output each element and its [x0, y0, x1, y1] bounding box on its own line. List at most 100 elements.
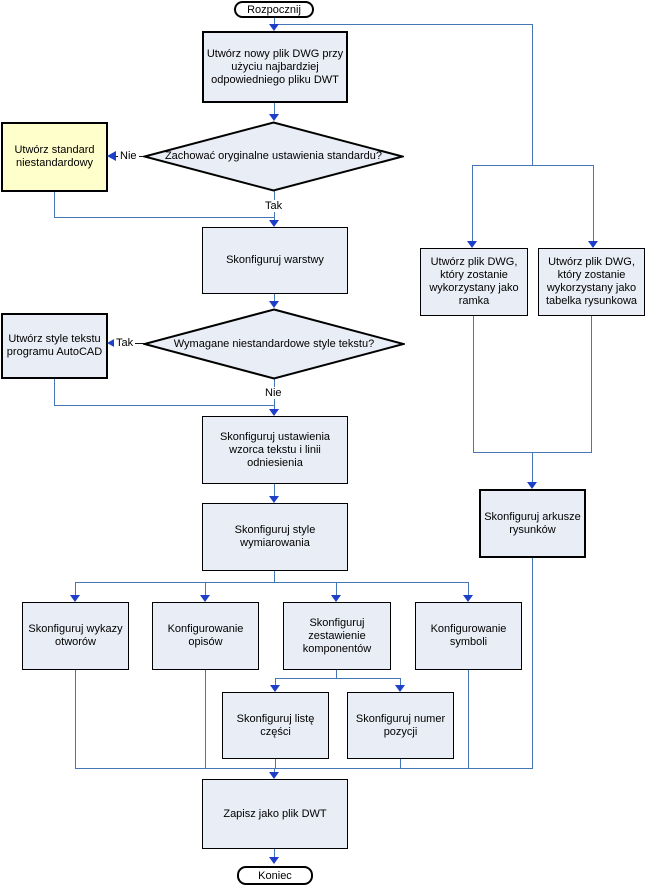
connector — [54, 217, 275, 218]
node-label: Skonfiguruj style wymiarowania — [234, 524, 316, 549]
connector — [274, 570, 275, 582]
connector — [75, 582, 469, 583]
node-dwg-titleblock: Utwórz plik DWG, który zostanie wykorzys… — [538, 248, 645, 316]
connector — [274, 102, 275, 115]
arrowhead-down-icon — [269, 114, 279, 121]
connector — [275, 758, 276, 769]
connector — [468, 582, 469, 596]
connector — [532, 557, 533, 768]
arrowhead-down-icon — [527, 482, 537, 489]
arrowhead-down-icon — [269, 301, 279, 308]
node-label: Utwórz standard niestandardowy — [14, 144, 95, 169]
connector — [275, 678, 401, 679]
connector — [532, 24, 533, 165]
node-label: Utwórz nowy plik DWG przy użyciu najbard… — [206, 47, 344, 86]
connector — [75, 768, 533, 769]
node-drawing-sheets: Skonfiguruj arkusze rysunków — [479, 489, 586, 558]
node-parts-list: Skonfiguruj listę części — [222, 692, 329, 759]
node-decision-text-styles: Wymagane niestandardowe style tekstu? — [143, 308, 405, 380]
connector — [400, 758, 401, 769]
node-text-leader-settings: Skonfiguruj ustawienia wzorca tekstu i l… — [202, 416, 348, 484]
connector — [276, 24, 533, 25]
node-label: Wymagane niestandardowe style tekstu? — [173, 337, 375, 350]
connector — [274, 483, 275, 497]
edge-label-yes: Tak — [114, 337, 136, 349]
connector — [468, 669, 469, 769]
arrowhead-down-icon — [395, 685, 405, 692]
arrowhead-left-icon — [107, 338, 116, 348]
node-label: Rozpocznij — [247, 3, 301, 16]
node-decision-standard: Zachować oryginalne ustawienia standardu… — [143, 121, 404, 192]
connector — [532, 452, 533, 483]
arrowhead-down-icon — [200, 595, 210, 602]
connector — [472, 165, 473, 242]
connector — [473, 315, 474, 452]
arrowhead-down-icon — [331, 595, 341, 602]
arrowhead-down-icon — [269, 772, 279, 779]
connector — [274, 293, 275, 302]
node-hole-tables: Skonfiguruj wykazy otworów — [22, 602, 129, 670]
node-component-list: Skonfiguruj zestawienie komponentów — [283, 602, 391, 670]
arrowhead-down-icon — [269, 857, 279, 864]
node-label: Skonfiguruj arkusze rysunków — [484, 510, 581, 536]
node-label: Konfigurowanie symboli — [430, 623, 507, 648]
node-create-dwg: Utwórz nowy plik DWG przy użyciu najbard… — [202, 31, 348, 103]
arrowhead-down-icon — [70, 595, 80, 602]
connector — [54, 191, 55, 218]
arrowhead-down-icon — [269, 24, 279, 31]
connector — [75, 582, 76, 596]
node-end-terminator: Koniec — [237, 866, 313, 885]
connector — [54, 378, 55, 406]
node-label: Skonfiguruj numer pozycji — [355, 712, 446, 738]
connector — [274, 17, 275, 25]
node-dwg-frame: Utwórz plik DWG, który zostanie wykorzys… — [420, 248, 528, 316]
connector — [400, 678, 401, 686]
node-start-terminator: Rozpocznij — [234, 1, 314, 18]
node-label: Utwórz style tekstu programu AutoCAD — [6, 333, 103, 358]
arrowhead-down-icon — [467, 241, 477, 248]
connector — [274, 849, 275, 858]
edge-label-yes: Tak — [263, 200, 285, 212]
arrowhead-down-icon — [270, 685, 280, 692]
node-dimension-styles: Skonfiguruj style wymiarowania — [202, 503, 348, 571]
node-save-dwt: Zapisz jako plik DWT — [202, 779, 348, 849]
node-symbols: Konfigurowanie symboli — [415, 602, 522, 670]
node-label: Skonfiguruj ustawienia wzorca tekstu i l… — [219, 430, 331, 469]
node-annotations: Konfigurowanie opisów — [152, 602, 259, 670]
node-label: Konfigurowanie opisów — [167, 623, 244, 648]
arrowhead-left-icon — [107, 151, 116, 161]
connector — [275, 678, 276, 686]
connector — [274, 768, 275, 773]
arrowhead-down-icon — [463, 595, 473, 602]
arrowhead-down-icon — [269, 496, 279, 503]
node-label: Zachować oryginalne ustawienia standardu… — [164, 150, 383, 162]
connector — [593, 165, 594, 242]
arrowhead-down-icon — [588, 241, 598, 248]
node-configure-layers: Skonfiguruj warstwy — [202, 227, 348, 294]
node-label: Koniec — [258, 869, 292, 882]
node-label: Utwórz plik DWG, który zostanie wykorzys… — [545, 256, 638, 307]
diamond-shape — [143, 121, 404, 192]
node-label: Skonfiguruj wykazy otworów — [28, 623, 123, 648]
node-item-number: Skonfiguruj numer pozycji — [347, 692, 454, 759]
edge-label-no: Nie — [263, 387, 284, 399]
node-label: Utwórz plik DWG, który zostanie wykorzys… — [429, 256, 519, 307]
node-label: Skonfiguruj zestawienie komponentów — [302, 616, 372, 655]
connector — [205, 669, 206, 769]
edge-label-no: Nie — [118, 150, 139, 162]
diamond-shape — [143, 308, 405, 380]
node-autocad-text-styles: Utwórz style tekstu programu AutoCAD — [1, 313, 108, 379]
connector — [205, 582, 206, 596]
node-label: Zapisz jako plik DWT — [223, 807, 327, 820]
connector — [591, 315, 592, 452]
connector — [336, 669, 337, 679]
connector — [54, 405, 275, 406]
node-custom-standard: Utwórz standard niestandardowy — [1, 122, 108, 192]
connector — [75, 669, 76, 769]
connector — [336, 582, 337, 596]
node-label: Skonfiguruj listę części — [236, 712, 315, 738]
arrowhead-down-icon — [269, 220, 279, 227]
connector — [472, 165, 594, 166]
arrowhead-down-icon — [269, 409, 279, 416]
